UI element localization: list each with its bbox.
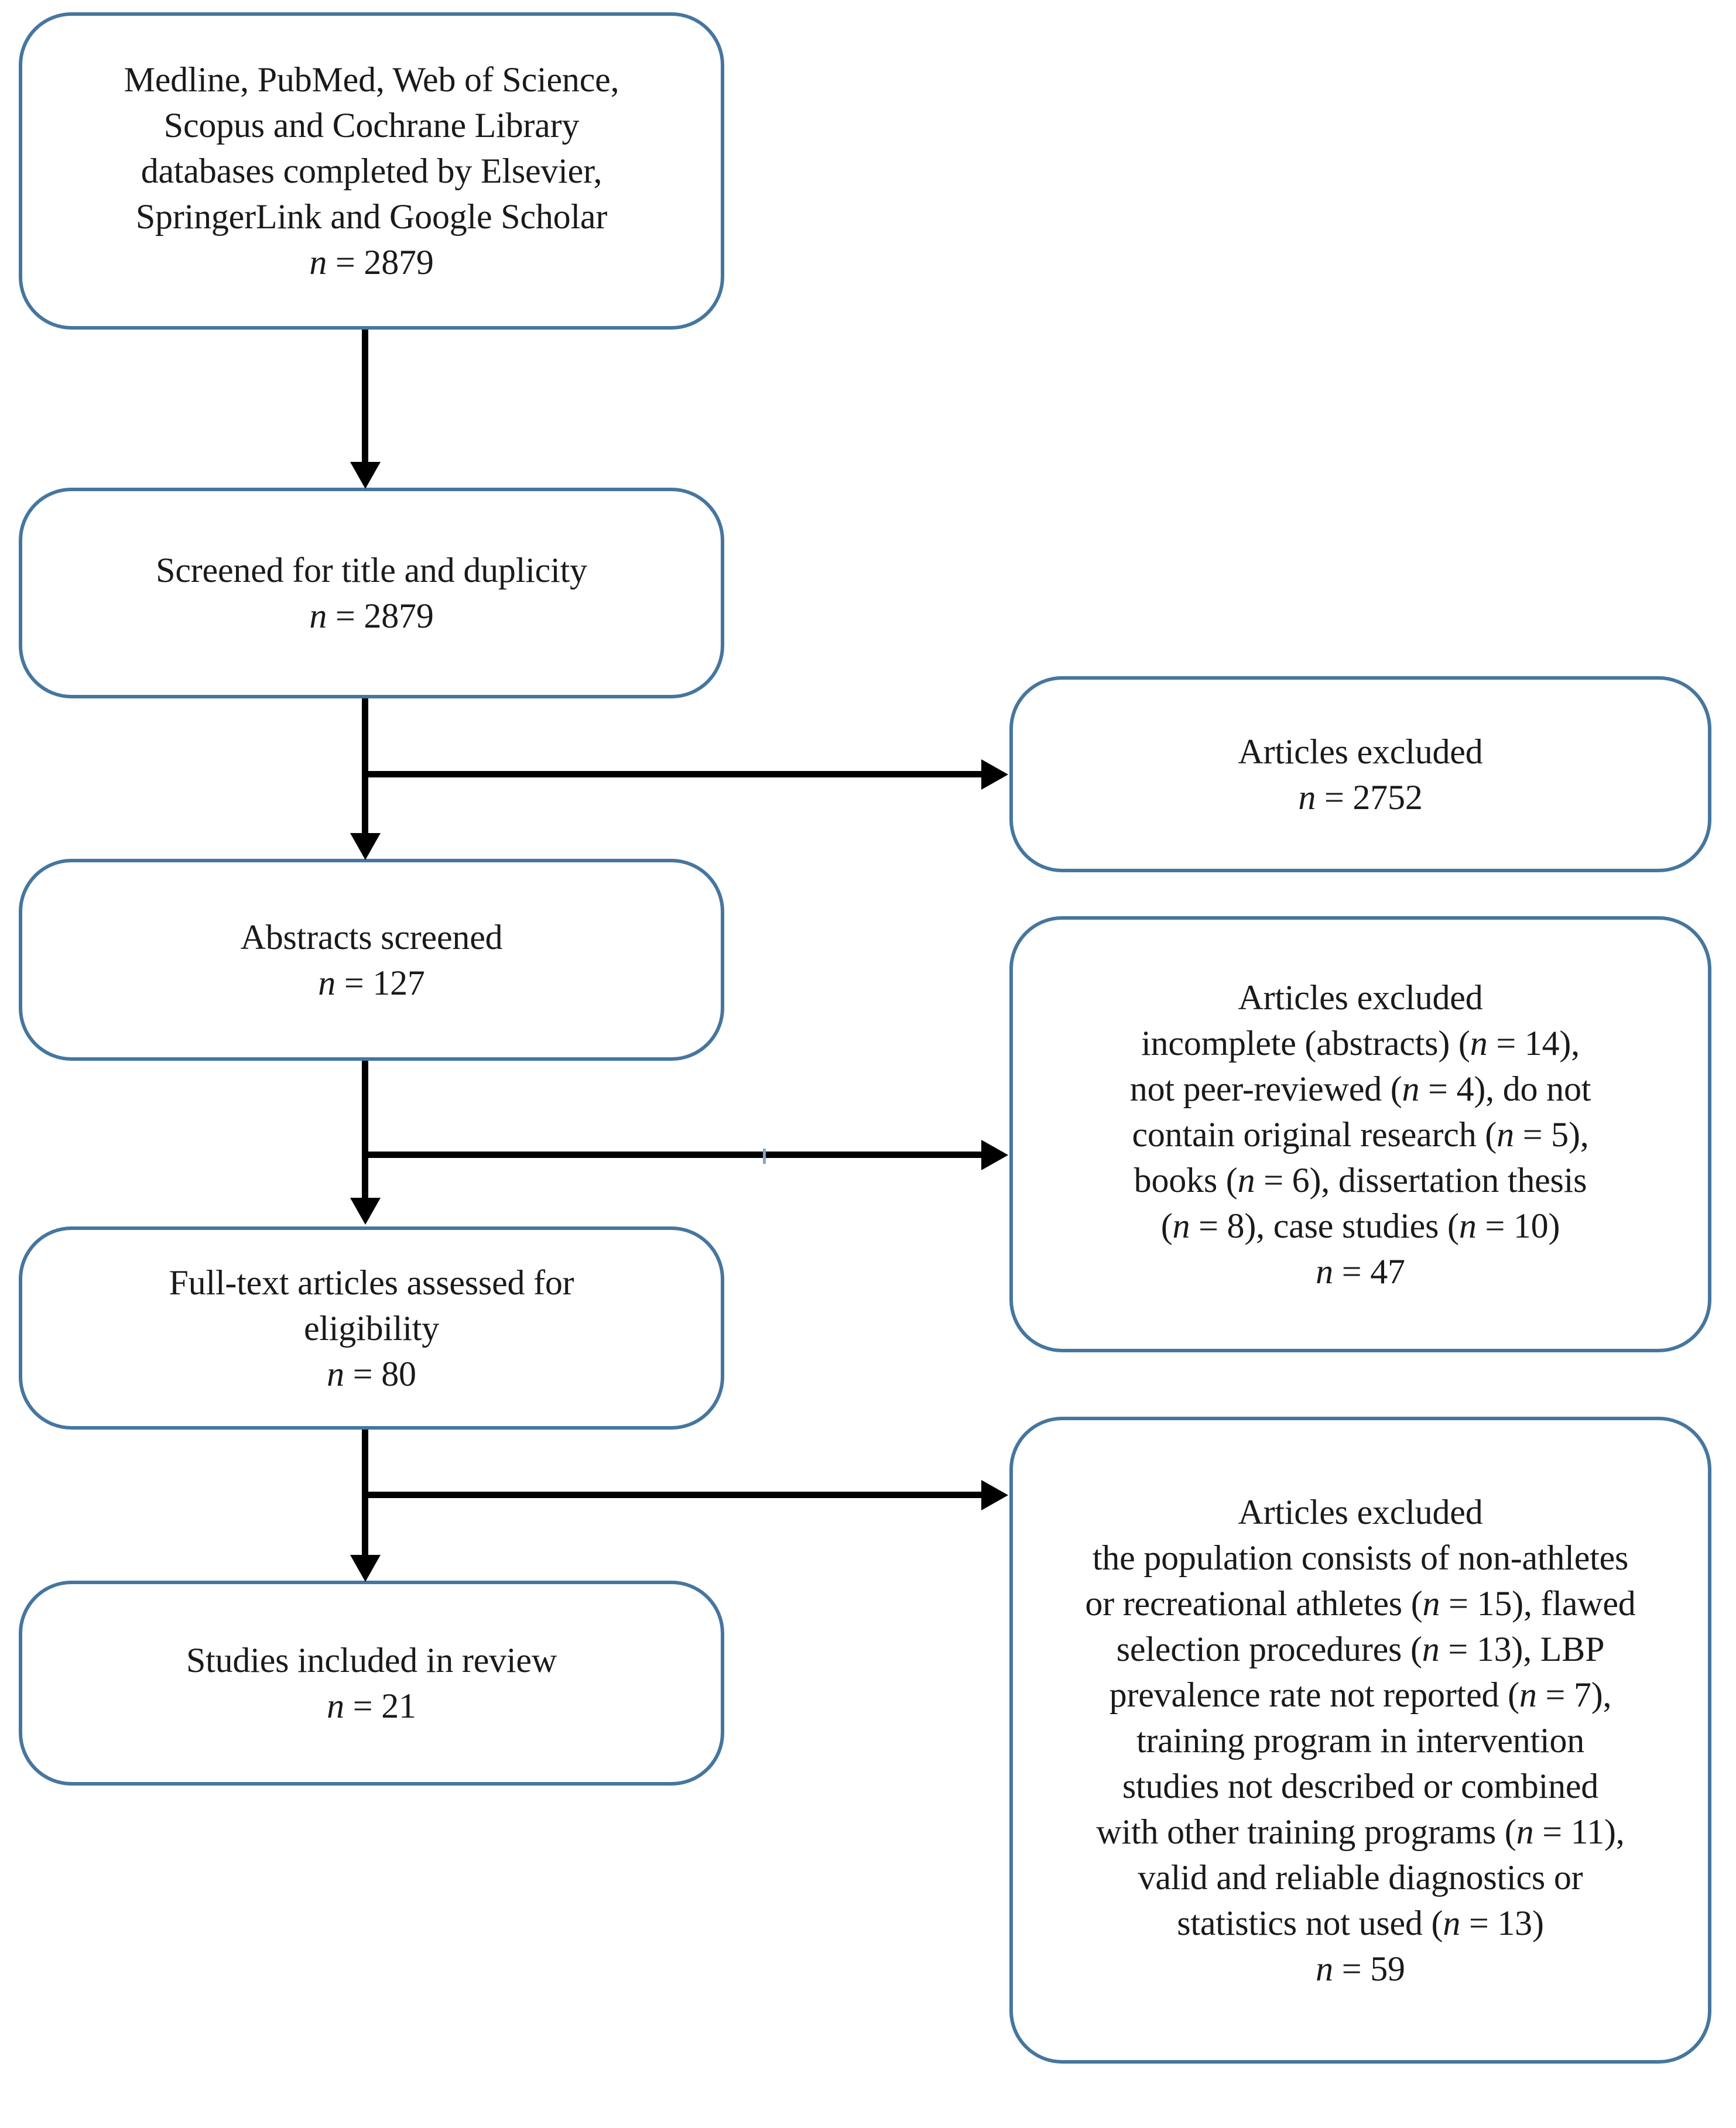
- fulltext-assessed-box: Full-text articles assessed for eligibil…: [19, 1226, 724, 1430]
- articles-excluded-3-reason-line-9: statistics not used (n = 13): [1177, 1903, 1544, 1942]
- articles-excluded-3-heading: Articles excluded: [1238, 1492, 1483, 1531]
- screened-title-line-1: Screened for title and duplicity: [156, 551, 587, 590]
- articles-excluded-2-reason-line-4: books (n = 6), dissertation thesis: [1134, 1160, 1587, 1200]
- articles-excluded-3-count: n = 59: [1036, 1946, 1684, 1992]
- articles-excluded-1-text: Articles excluded n = 2752: [1013, 729, 1708, 820]
- articles-excluded-box-3: Articles excluded the population consist…: [1009, 1417, 1711, 2064]
- connector-abstracts-trunk: [362, 1061, 368, 1199]
- articles-excluded-2-reason-line-1: incomplete (abstracts) (n = 14),: [1141, 1023, 1580, 1063]
- articles-excluded-2-reason-line-2: not peer-reviewed (n = 4), do not: [1129, 1069, 1591, 1108]
- screened-title-box: Screened for title and duplicity n = 287…: [19, 488, 724, 698]
- fulltext-assessed-box-text: Full-text articles assessed for eligibil…: [22, 1260, 721, 1397]
- screened-title-box-text: Screened for title and duplicity n = 287…: [22, 547, 721, 639]
- connector-fulltext-to-excluded-3: [362, 1492, 982, 1498]
- articles-excluded-3-text: Articles excluded the population consist…: [1013, 1489, 1708, 1992]
- articles-excluded-box-2: Articles excluded incomplete (abstracts)…: [1009, 916, 1711, 1352]
- included-count-value: = 21: [352, 1687, 416, 1725]
- sources-line-2: Scopus and Cochrane Library: [163, 106, 580, 145]
- fulltext-count: n = 80: [46, 1351, 697, 1397]
- sources-count-symbol: n: [309, 243, 327, 282]
- articles-excluded-3-count-symbol: n: [1316, 1949, 1333, 1988]
- arrowhead-sources-to-screened: [350, 462, 381, 489]
- articles-excluded-1-count-value: = 2752: [1324, 777, 1423, 817]
- connector-screened-to-excluded-1: [362, 771, 982, 777]
- sources-box: Medline, PubMed, Web of Science, Scopus …: [19, 12, 724, 330]
- fulltext-count-value: = 80: [352, 1354, 416, 1393]
- articles-excluded-3-reason-line-7: with other training programs (n = 11),: [1096, 1812, 1625, 1851]
- connector-abstracts-to-excluded-2: [362, 1152, 982, 1158]
- studies-included-box: Studies included in review n = 21: [19, 1581, 724, 1786]
- articles-excluded-3-reason-line-2: or recreational athletes (n = 15), flawe…: [1085, 1584, 1636, 1623]
- abstracts-count: n = 127: [46, 960, 697, 1006]
- abstracts-line-1: Abstracts screened: [240, 917, 503, 957]
- articles-excluded-3-reason-line-5: training program in intervention: [1136, 1721, 1585, 1760]
- articles-excluded-3-reason-line-1: the population consists of non-athletes: [1092, 1538, 1629, 1577]
- articles-excluded-2-heading: Articles excluded: [1238, 978, 1483, 1017]
- sources-line-4: SpringerLink and Google Scholar: [135, 197, 608, 236]
- fulltext-line-1: Full-text articles assessed for: [169, 1263, 574, 1302]
- articles-excluded-3-reason-line-8: valid and reliable diagnostics or: [1138, 1858, 1583, 1897]
- connector-screened-trunk: [362, 698, 368, 834]
- articles-excluded-3-reason-line-4: prevalence rate not reported (n = 7),: [1109, 1675, 1612, 1714]
- fulltext-count-symbol: n: [327, 1354, 344, 1393]
- articles-excluded-1-count-symbol: n: [1298, 777, 1316, 817]
- sources-line-3: databases completed by Elsevier,: [141, 152, 602, 190]
- articles-excluded-1-heading: Articles excluded: [1238, 732, 1483, 771]
- fulltext-line-2: eligibility: [303, 1308, 440, 1348]
- articles-excluded-3-reason-line-3: selection procedures (n = 13), LBP: [1116, 1629, 1605, 1668]
- sources-count-value: = 2879: [335, 243, 434, 282]
- sources-count: n = 2879: [46, 239, 697, 285]
- connector-sources-to-screened: [362, 330, 368, 463]
- arrowhead-screened-to-abstracts: [350, 833, 381, 860]
- arrowhead-screened-to-excluded-1: [981, 759, 1008, 790]
- included-line-1: Studies included in review: [186, 1641, 557, 1680]
- articles-excluded-2-count: n = 47: [1036, 1249, 1684, 1294]
- abstracts-count-value: = 127: [344, 963, 425, 1002]
- arrowhead-fulltext-to-included: [350, 1555, 381, 1582]
- sources-line-1: Medline, PubMed, Web of Science,: [124, 60, 619, 99]
- sources-box-text: Medline, PubMed, Web of Science, Scopus …: [22, 57, 721, 285]
- screened-title-count-symbol: n: [309, 597, 327, 635]
- studies-included-box-text: Studies included in review n = 21: [22, 1637, 721, 1729]
- abstracts-screened-box: Abstracts screened n = 127: [19, 859, 724, 1061]
- screened-title-count-value: = 2879: [335, 597, 434, 635]
- arrowhead-abstracts-to-fulltext: [350, 1198, 381, 1225]
- abstracts-screened-box-text: Abstracts screened n = 127: [22, 914, 721, 1006]
- abstracts-count-symbol: n: [318, 963, 336, 1002]
- articles-excluded-2-text: Articles excluded incomplete (abstracts)…: [1013, 975, 1708, 1294]
- arrowhead-fulltext-to-excluded-3: [981, 1480, 1008, 1510]
- included-count-symbol: n: [327, 1687, 344, 1725]
- articles-excluded-3-reason-line-6: studies not described or combined: [1122, 1766, 1599, 1805]
- articles-excluded-2-reason-line-5: (n = 8), case studies (n = 10): [1160, 1206, 1560, 1245]
- articles-excluded-box-1: Articles excluded n = 2752: [1009, 676, 1711, 872]
- stray-mark: [763, 1149, 766, 1164]
- articles-excluded-2-reason-line-3: contain original research (n = 5),: [1132, 1115, 1589, 1154]
- articles-excluded-1-count: n = 2752: [1036, 775, 1684, 820]
- included-count: n = 21: [46, 1683, 697, 1729]
- articles-excluded-3-count-value: = 59: [1341, 1949, 1405, 1988]
- screened-title-count: n = 2879: [46, 593, 697, 639]
- articles-excluded-2-count-value: = 47: [1341, 1252, 1405, 1291]
- arrowhead-abstracts-to-excluded-2: [981, 1140, 1008, 1170]
- articles-excluded-2-count-symbol: n: [1316, 1252, 1333, 1291]
